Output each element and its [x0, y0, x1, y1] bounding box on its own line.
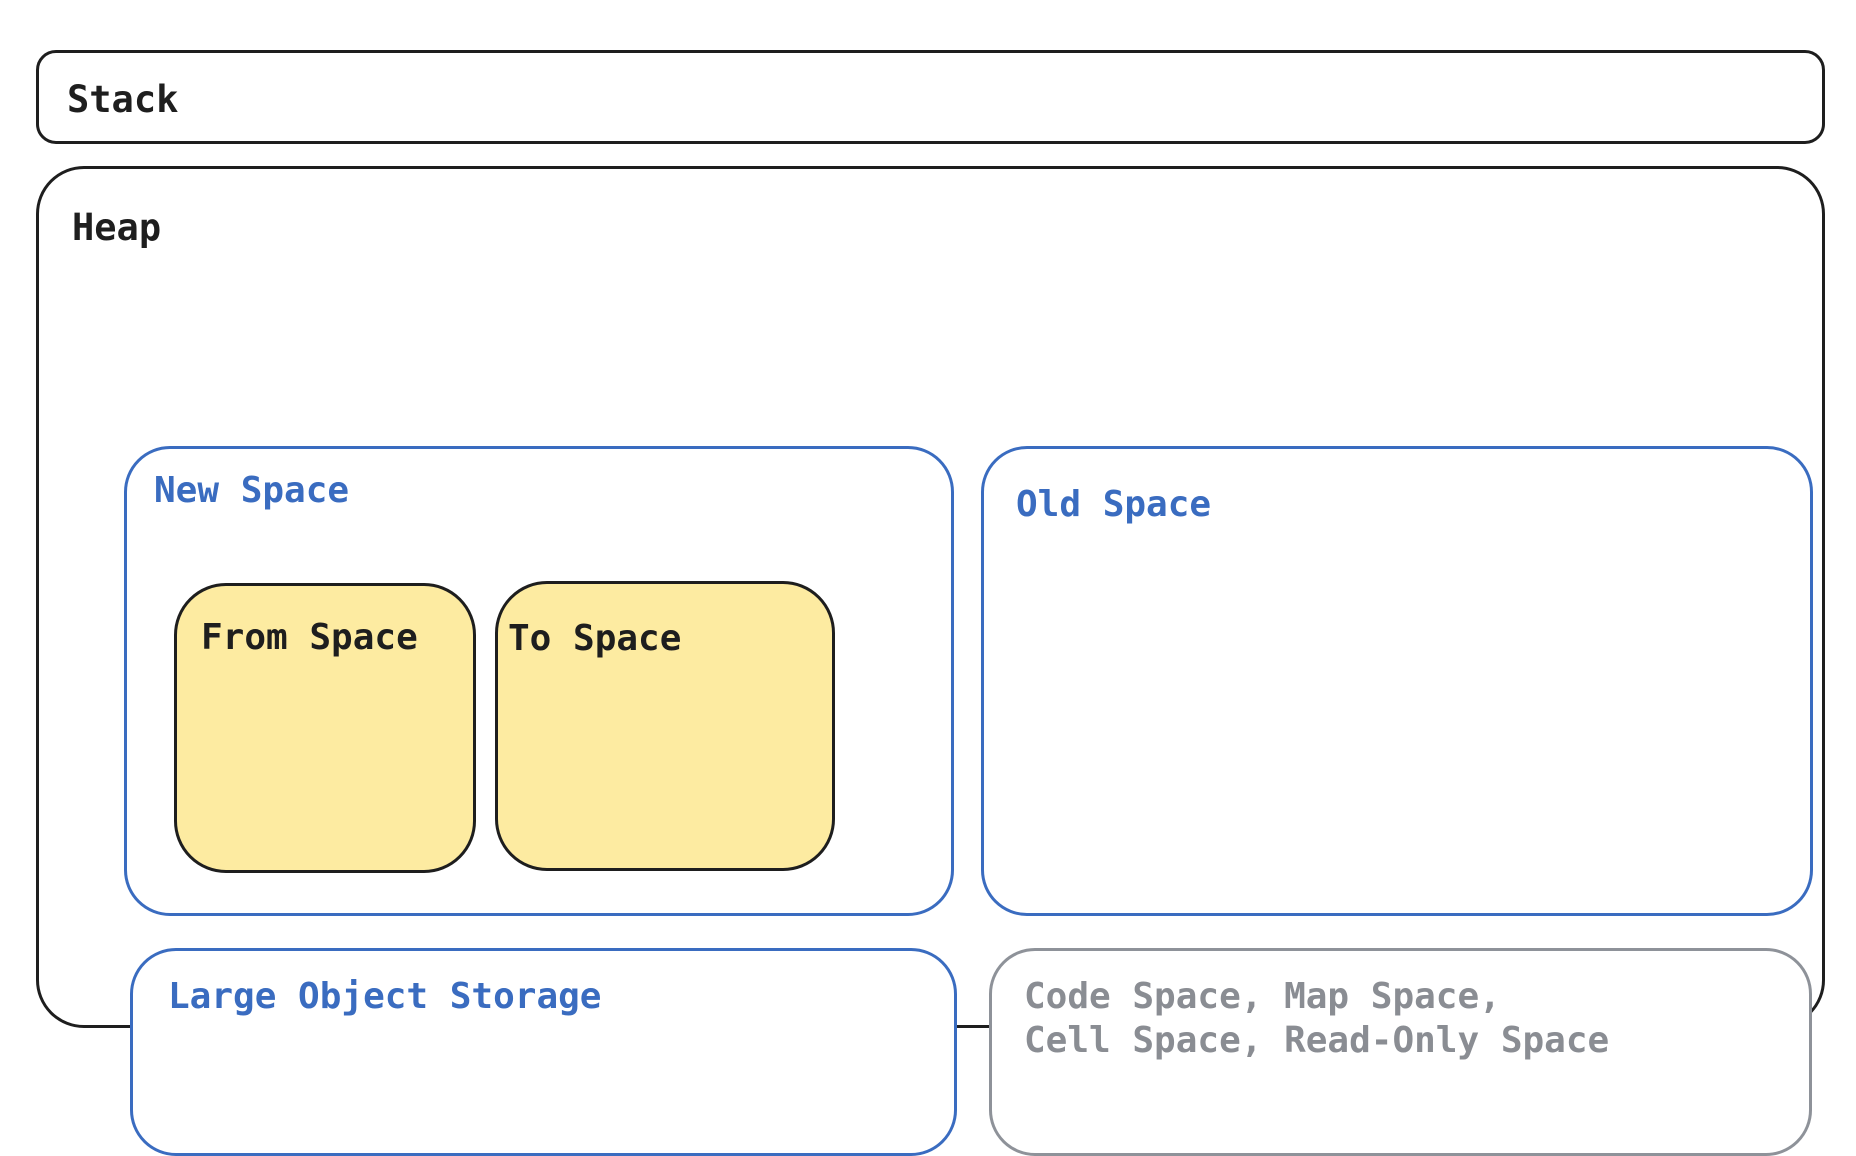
- old-space-label: Old Space: [1016, 484, 1212, 525]
- stack-label: Stack: [67, 78, 179, 121]
- to-space-label: To Space: [508, 618, 682, 659]
- other-spaces-label: Code Space, Map Space, Cell Space, Read-…: [1024, 976, 1610, 1061]
- other-spaces-region: Code Space, Map Space, Cell Space, Read-…: [989, 948, 1812, 1156]
- large-object-storage-region: Large Object Storage: [130, 948, 957, 1156]
- heap-label: Heap: [72, 206, 162, 249]
- to-space-block: To Space: [495, 581, 835, 871]
- old-space-region: Old Space: [981, 446, 1813, 916]
- from-space-block: From Space: [174, 583, 476, 873]
- heap-box: Heap New Space From Space To Space Old S…: [36, 166, 1825, 1156]
- from-space-label: From Space: [201, 617, 418, 658]
- new-space-label: New Space: [154, 470, 350, 511]
- stack-box: Stack: [36, 50, 1825, 144]
- large-object-storage-label: Large Object Storage: [168, 976, 602, 1017]
- new-space-region: New Space From Space To Space: [124, 446, 954, 916]
